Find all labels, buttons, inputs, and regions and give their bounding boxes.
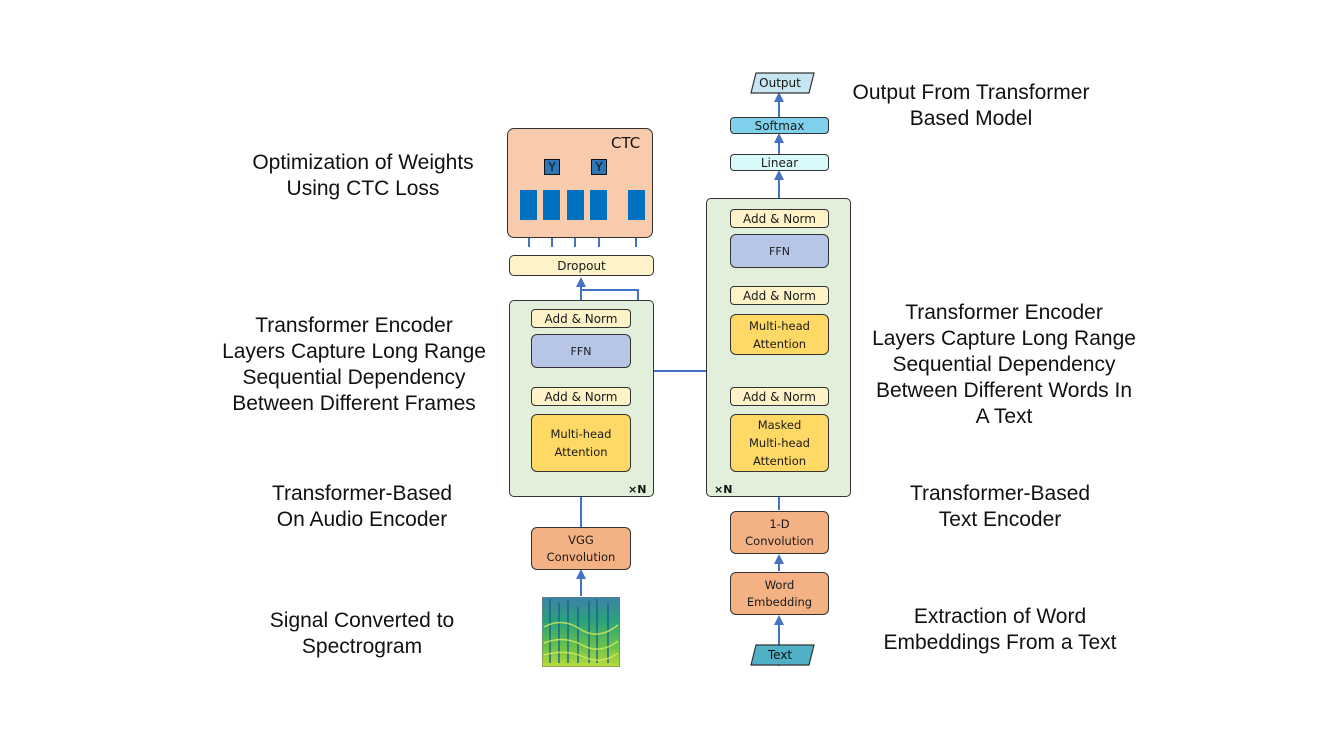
audio-attention-line-1: Multi-head [550, 427, 612, 441]
ann-words-line-5: A Text [975, 405, 1033, 428]
ann-frames-line-1: Transformer Encoder [255, 314, 453, 337]
ctc-frame-2 [543, 190, 560, 220]
ctc-frame-1 [520, 190, 537, 220]
audio-multi-head-attention: Multi-head Attention [531, 414, 631, 472]
output-parallelogram [750, 72, 815, 94]
text-add-norm-mid: Add & Norm [730, 286, 829, 305]
ann-embed-line-2: Embeddings From a Text [883, 631, 1117, 654]
text-repeat-label: ×N [714, 483, 733, 496]
audio-attention-line-2: Attention [554, 445, 608, 459]
ann-words-line-1: Transformer Encoder [905, 301, 1103, 324]
annotation-audio-encoder: Transformer-Based On Audio Encoder [222, 481, 502, 533]
embedding-line-2: Embedding [746, 594, 813, 609]
softmax-block: Softmax [730, 117, 829, 134]
spectrogram-image [542, 597, 620, 667]
ann-words-line-4: Between Different Words In [875, 379, 1133, 402]
ctc-label: CTC [611, 134, 641, 152]
audio-add-norm-bottom: Add & Norm [531, 387, 631, 406]
ctc-output-y-2: Y [591, 159, 607, 175]
vgg-convolution-block: VGG Convolution [531, 527, 631, 570]
masked-attention-line-3: Attention [752, 454, 807, 468]
linear-block: Linear [730, 154, 829, 171]
ann-ctc-line-2: Using CTC Loss [286, 177, 440, 200]
text-masked-attention: Masked Multi-head Attention [730, 414, 829, 472]
audio-repeat-label: ×N [628, 483, 647, 496]
ann-audio-line-2: On Audio Encoder [276, 508, 448, 531]
ann-embed-line-1: Extraction of Word [913, 605, 1087, 628]
annotation-encoder-words: Transformer Encoder Layers Capture Long … [844, 300, 1164, 430]
ctc-output-y-1: Y [544, 159, 560, 175]
1d-convolution-block: 1-D Convolution [730, 511, 829, 554]
ann-audio-line-1: Transformer-Based [271, 482, 453, 505]
word-embedding-block: Word Embedding [730, 572, 829, 615]
text-add-norm-top: Add & Norm [730, 209, 829, 228]
ctc-frame-4 [590, 190, 607, 220]
vgg-line-1: VGG [568, 532, 594, 547]
ann-output-line-2: Based Model [909, 107, 1033, 130]
annotation-word-embeddings: Extraction of Word Embeddings From a Tex… [845, 604, 1155, 656]
ann-text-line-2: Text Encoder [938, 508, 1062, 531]
ann-text-line-1: Transformer-Based [909, 482, 1091, 505]
conv-line-2: Convolution [745, 533, 814, 548]
masked-attention-line-2: Multi-head [749, 436, 810, 450]
ann-frames-line-2: Layers Capture Long Range [222, 340, 486, 363]
ann-words-line-3: Sequential Dependency [892, 353, 1116, 376]
ann-frames-line-4: Between Different Frames [232, 392, 476, 415]
text-input-parallelogram [750, 644, 815, 666]
masked-attention-line-1: Masked [757, 418, 802, 432]
annotation-spectrogram: Signal Converted to Spectrogram [222, 608, 502, 660]
text-add-norm-bottom: Add & Norm [730, 387, 829, 406]
output-label: Output [759, 76, 801, 90]
audio-ffn: FFN [531, 334, 631, 368]
text-attention-line-1: Multi-head [749, 318, 810, 333]
annotation-encoder-frames: Transformer Encoder Layers Capture Long … [194, 313, 514, 417]
vgg-line-2: Convolution [546, 549, 616, 564]
embedding-line-1: Word [764, 577, 795, 592]
ctc-frame-3 [567, 190, 584, 220]
text-input-label: Text [767, 648, 793, 662]
ctc-frame-5 [628, 190, 645, 220]
ann-words-line-2: Layers Capture Long Range [872, 327, 1136, 350]
ann-output-line-1: Output From Transformer [852, 81, 1090, 104]
dropout-block: Dropout [509, 255, 654, 276]
annotation-ctc-optimization: Optimization of Weights Using CTC Loss [223, 150, 503, 202]
ann-spec-line-1: Signal Converted to [269, 609, 455, 632]
text-attention-line-2: Attention [752, 336, 807, 351]
audio-add-norm-top: Add & Norm [531, 309, 631, 328]
text-ffn: FFN [730, 234, 829, 268]
annotation-output: Output From Transformer Based Model [826, 80, 1116, 132]
ann-ctc-line-1: Optimization of Weights [252, 151, 474, 174]
conv-line-1: 1-D [769, 516, 790, 531]
text-multi-head-attention: Multi-head Attention [730, 314, 829, 355]
ann-spec-line-2: Spectrogram [301, 635, 423, 658]
annotation-text-encoder: Transformer-Based Text Encoder [860, 481, 1140, 533]
ann-frames-line-3: Sequential Dependency [242, 366, 466, 389]
